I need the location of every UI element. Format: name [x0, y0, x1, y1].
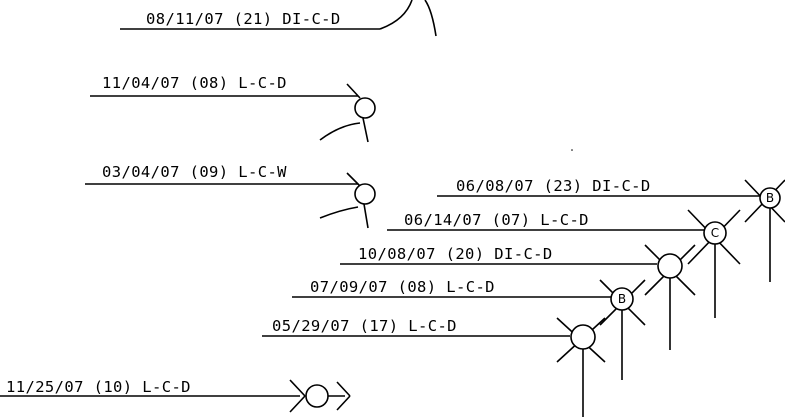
- entry-6: 10/08/07 (20) DI-C-D: [340, 244, 696, 350]
- marker-letter: C: [711, 226, 719, 240]
- entry-label: 03/04/07 (09) L-C-W: [102, 163, 287, 181]
- tick-line: [336, 381, 351, 397]
- entry-label: 07/09/07 (08) L-C-D: [310, 278, 495, 296]
- marker-circle: [354, 97, 376, 119]
- curve-line: [319, 206, 359, 219]
- stem-line: [362, 117, 369, 143]
- entry-label: 11/25/07 (10) L-C-D: [6, 378, 191, 396]
- entry-label: 06/08/07 (23) DI-C-D: [456, 177, 651, 195]
- entry-1: 08/11/07 (21) DI-C-D: [120, 0, 437, 37]
- entry-label: 06/14/07 (07) L-C-D: [404, 211, 589, 229]
- marker-circle: [570, 324, 596, 350]
- entry-label: 05/29/07 (17) L-C-D: [272, 317, 457, 335]
- entry-5: 06/14/07 (07) L-C-D C: [387, 209, 741, 318]
- entry-4: 06/08/07 (23) DI-C-D B: [437, 177, 785, 282]
- curve-line: [319, 122, 361, 141]
- entry-8: 05/29/07 (17) L-C-D: [262, 317, 606, 417]
- tick-line: [346, 83, 361, 99]
- tick-line: [336, 395, 351, 411]
- stray-dot: [571, 149, 573, 151]
- tick-line: [346, 172, 361, 187]
- tick-line: [289, 379, 306, 397]
- entry-9: 11/25/07 (10) L-C-D: [0, 378, 351, 413]
- marker-circle: [305, 384, 329, 408]
- entry-label: 11/04/07 (08) L-C-D: [102, 74, 287, 92]
- marker-circle: [354, 183, 376, 205]
- marker-letter: B: [766, 191, 774, 205]
- marker-circle: [657, 253, 683, 279]
- curve-line: [424, 0, 437, 37]
- entry-label: 10/08/07 (20) DI-C-D: [358, 245, 553, 263]
- entry-label: 08/11/07 (21) DI-C-D: [146, 10, 341, 28]
- stem-line: [363, 203, 369, 229]
- marker-letter: B: [618, 292, 626, 306]
- tick-line: [289, 395, 306, 413]
- entry-3: 03/04/07 (09) L-C-W: [85, 163, 376, 229]
- curve-line: [379, 0, 413, 30]
- entry-2: 11/04/07 (08) L-C-D: [90, 74, 376, 143]
- entry-7: 07/09/07 (08) L-C-D B: [292, 278, 646, 380]
